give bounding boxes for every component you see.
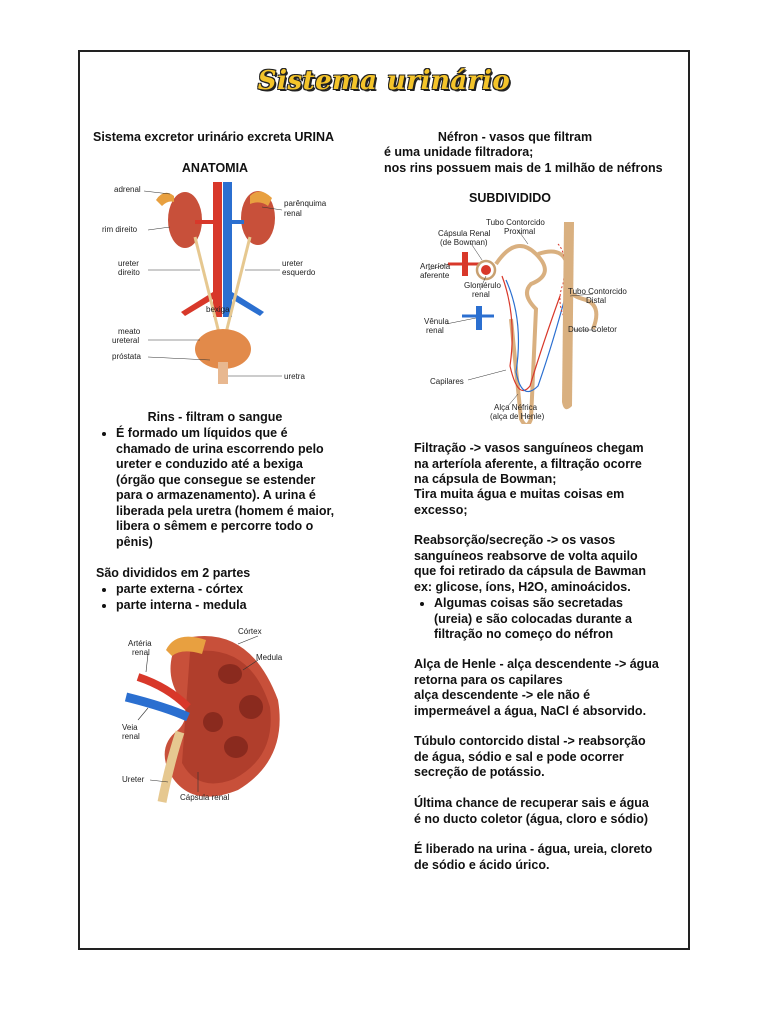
collecting-duct	[562, 222, 574, 410]
label-cortex: Córtex	[238, 627, 262, 636]
label-arteria-2: renal	[132, 648, 150, 657]
nephron-tubule	[494, 244, 547, 424]
bladder	[195, 329, 251, 369]
rins-heading: Rins - filtram o sangue	[147, 410, 283, 424]
renal-vein	[124, 692, 190, 722]
renal-artery	[136, 673, 191, 710]
ultima-text: Última chance de recuperar sais e água é…	[414, 796, 649, 826]
kidney-medulla	[203, 664, 263, 758]
label-arteriola: Arteríola	[420, 262, 451, 271]
label-capsula-renal-2: (de Bowman)	[440, 238, 488, 247]
nefron-line-3: nos rins possuem mais de 1 milhão de néf…	[384, 161, 663, 175]
kidney-section-figure: Córtex Artéria renal Medula Veia renal U…	[122, 627, 283, 803]
label-ureter-direito: ureter	[118, 259, 139, 268]
label-veia-2: renal	[122, 732, 140, 741]
label-alca: Alça Néfrica	[494, 403, 538, 412]
label-adrenal: adrenal	[114, 185, 141, 194]
vena-cava	[223, 182, 232, 317]
label-ducto: Ducto Coletor	[568, 325, 617, 334]
urethra	[218, 362, 228, 384]
anatomy-heading: ANATOMIA	[181, 161, 249, 175]
divididos-text: São divididos em 2 partes	[96, 566, 251, 580]
rins-list: É formado um líquidos que é chamado de u…	[96, 426, 336, 550]
page-title: Sistema urinário	[257, 66, 511, 96]
aorta	[213, 182, 222, 317]
label-tubo-distal: Tubo Contorcido	[568, 287, 627, 296]
tira-text: Tira muita água e muitas coisas em exces…	[414, 487, 625, 517]
intro-text: Sistema excretor urinário excreta URINA	[93, 130, 335, 144]
label-capsula-renal: Cápsula Renal	[438, 229, 491, 238]
label-ureter-esquerdo: ureter	[282, 259, 303, 268]
kidney-ureter	[157, 730, 185, 803]
label-veia: Veia	[122, 723, 138, 732]
label-uretra: uretra	[284, 372, 305, 381]
label-capsula: Cápsula renal	[180, 793, 230, 802]
label-arteriola-2: aferente	[420, 271, 450, 280]
venule	[476, 306, 482, 330]
right-adrenal	[156, 192, 174, 206]
label-tubo-proximal-2: Proximal	[504, 227, 535, 236]
part-item: parte interna - medula	[116, 598, 336, 614]
liberado-text: É liberado na urina - água, ureia, clore…	[414, 842, 653, 872]
label-venula-2: renal	[426, 326, 444, 335]
label-meato-2: ureteral	[112, 336, 139, 345]
nefron-line-2: é uma unidade filtradora;	[384, 145, 534, 159]
label-venula: Vênula	[424, 317, 449, 326]
nefron-line-1: Néfron - vasos que filtram	[437, 130, 593, 144]
nephron-figure: Tubo Contorcido Proximal Cápsula Renal (…	[420, 218, 627, 424]
label-bexiga: bexiga	[206, 305, 230, 314]
parts-list: parte externa - córtex parte interna - m…	[96, 582, 336, 613]
label-meato: meato	[118, 327, 141, 336]
label-glomerulo: Glomérulo	[464, 281, 501, 290]
reabsorcao-list: Algumas coisas são secretadas (ureia) e …	[414, 596, 659, 643]
glomerulus	[481, 265, 491, 275]
label-medula: Medula	[256, 653, 283, 662]
label-capilares: Capilares	[430, 377, 464, 386]
right-ureter	[193, 236, 222, 338]
label-ureter-direito-2: direito	[118, 268, 140, 277]
bowman-capsule	[475, 259, 497, 281]
part-item: parte externa - córtex	[116, 582, 336, 598]
alca-text-1: Alça de Henle - alça descendente -> água…	[414, 657, 659, 687]
label-ureter-esquerdo-2: esquerdo	[282, 268, 316, 277]
alca-text-2: alça descendente -> ele não é impermeáve…	[414, 688, 647, 718]
label-tubo-distal-2: Distal	[586, 296, 606, 305]
label-renal: renal	[284, 209, 302, 218]
label-rim-direito: rim direito	[102, 225, 138, 234]
left-adrenal	[250, 191, 272, 206]
tubulo-text: Túbulo contorcido distal -> reabsorção d…	[414, 734, 646, 779]
urinary-anatomy-figure: adrenal parênquima renal rim direito ure…	[102, 182, 327, 384]
page-frame: Sistema urinário	[78, 50, 690, 950]
label-alca-2: (alça de Henle)	[490, 412, 545, 421]
label-parenquima: parênquima	[284, 199, 327, 208]
reabsorcao-text: Reabsorção/secreção -> os vasos sanguíne…	[414, 533, 647, 594]
reabsorcao-bullet: Algumas coisas são secretadas (ureia) e …	[434, 596, 659, 643]
left-ureter	[223, 236, 252, 338]
right-kidney	[168, 192, 202, 248]
label-arteria: Artéria	[128, 639, 152, 648]
label-prostata: próstata	[112, 352, 141, 361]
label-glomerulo-2: renal	[472, 290, 490, 299]
label-ureter: Ureter	[122, 775, 145, 784]
rins-bullet: É formado um líquidos que é chamado de u…	[116, 426, 336, 550]
label-tubo-proximal: Tubo Contorcido	[486, 218, 545, 227]
filtracao-text: Filtração -> vasos sanguíneos chegam na …	[414, 441, 644, 486]
subdividido-heading: SUBDIVIDIDO	[469, 191, 551, 205]
